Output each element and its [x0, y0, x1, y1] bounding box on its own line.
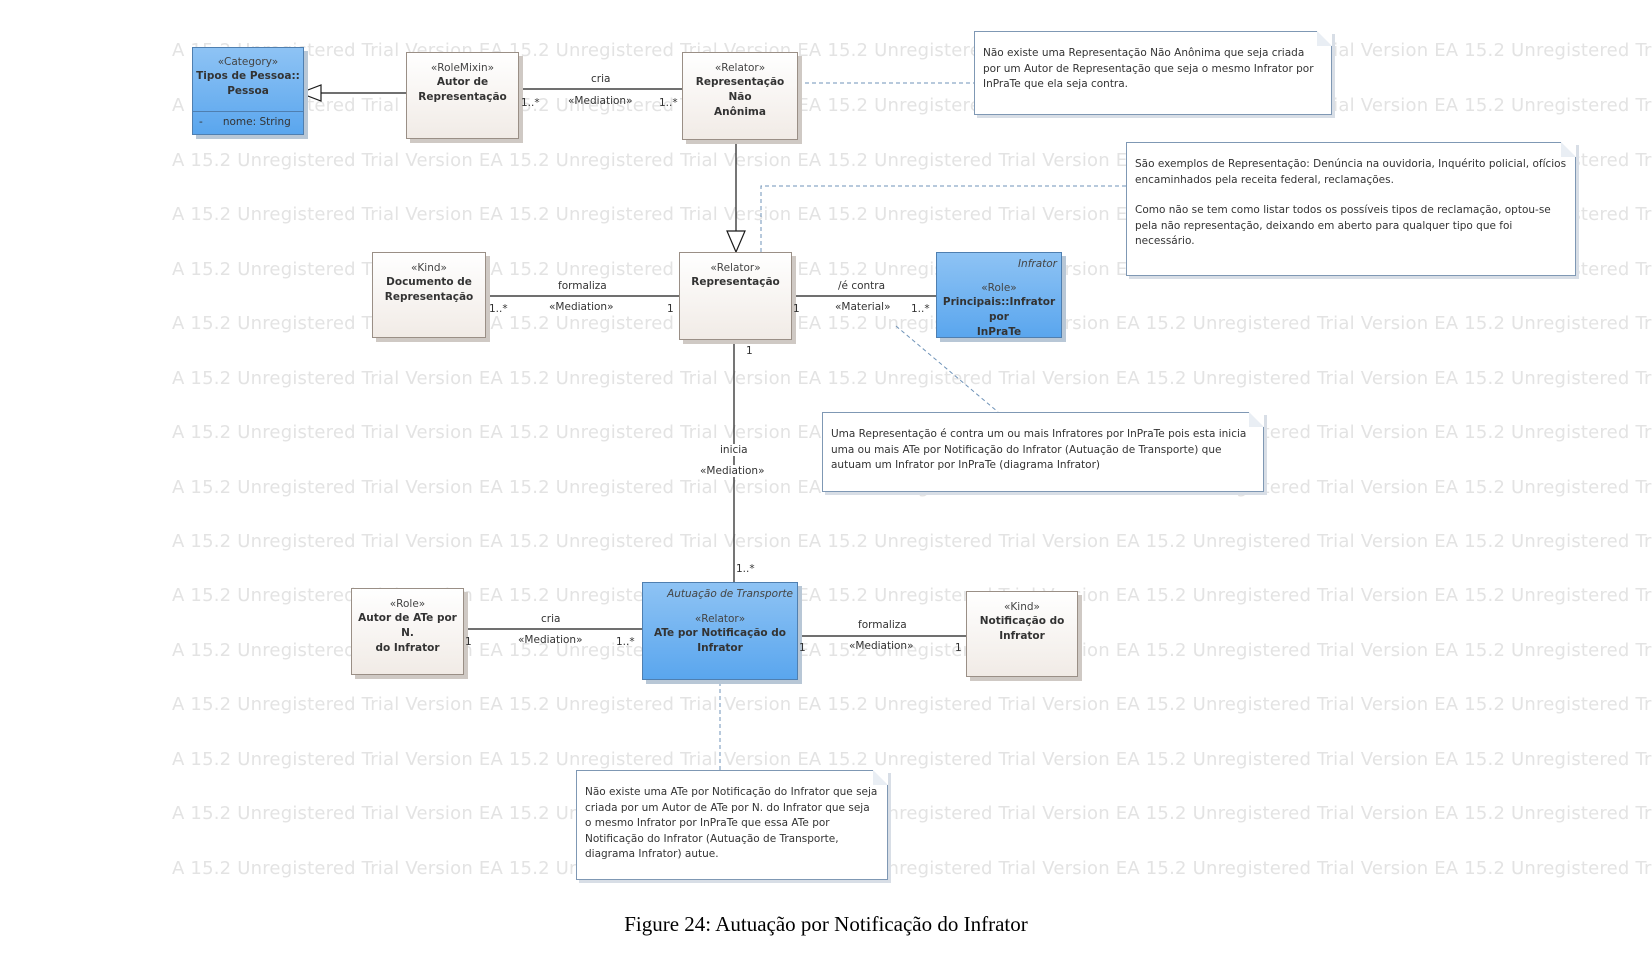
- class-name-text: Tipos de Pessoa:: Pessoa: [196, 70, 300, 97]
- class-stereotype: «Category»: [217, 56, 279, 68]
- watermark-row: A 15.2 Unregistered Trial Version EA 15.…: [172, 368, 1652, 389]
- relation-stereotype: «Material»: [835, 301, 891, 313]
- multiplicity-label: 1..*: [616, 636, 635, 648]
- note-fold-corner: [1561, 142, 1576, 157]
- relation-stereotype: «Mediation»: [700, 465, 765, 477]
- watermark-row: A 15.2 Unregistered Trial Version EA 15.…: [172, 694, 1652, 715]
- class-ate-notificacao[interactable]: Autuação de Transporte «Relator» ATe por…: [642, 582, 798, 680]
- multiplicity-label: 1: [799, 642, 806, 654]
- relation-name: /é contra: [838, 280, 886, 292]
- watermark-row: A 15.2 Unregistered Trial Version EA 15.…: [172, 858, 1652, 879]
- note-representacao-nao-anonima[interactable]: Não existe uma Representação Não Anônima…: [974, 31, 1332, 115]
- class-name: Documento de Representação: [384, 276, 474, 303]
- note-text: Como não se tem como listar todos os pos…: [1135, 204, 1551, 247]
- watermark-row: A 15.2 Unregistered Trial Version EA 15.…: [172, 531, 1652, 552]
- class-stereotype: «Relator»: [694, 613, 746, 625]
- class-stereotype: «Kind»: [411, 262, 447, 274]
- note-text: Uma Representação é contra um ou mais In…: [831, 428, 1247, 471]
- multiplicity-label: 1: [793, 303, 800, 315]
- note-fold-corner: [873, 770, 888, 785]
- relation-stereotype: «Mediation»: [568, 95, 633, 107]
- class-notificacao-infrator[interactable]: «Kind» Notificação do Infrator: [966, 591, 1078, 677]
- class-stereotype: «Relator»: [710, 262, 761, 274]
- multiplicity-label: 1: [746, 345, 753, 357]
- class-name: Representação: [691, 276, 780, 288]
- class-tipos-pessoa[interactable]: «Category» Tipos de Pessoa:: Pessoa - no…: [192, 47, 304, 135]
- relation-name: cria: [591, 73, 611, 85]
- figure-caption: Figure 24: Autuação por Notificação do I…: [624, 912, 1028, 936]
- class-tagged-value: Infrator: [1017, 258, 1057, 270]
- relation-name: formaliza: [558, 280, 607, 292]
- multiplicity-label: 1: [955, 642, 962, 654]
- watermark-row: A 15.2 Unregistered Trial Version EA 15.…: [172, 585, 1652, 606]
- class-representacao-nao-anonima[interactable]: «Relator» Representação Não Anônima: [682, 52, 798, 140]
- relation-stereotype: «Mediation»: [849, 640, 914, 652]
- class-name: Tipos de Pessoa:: Pessoa: [193, 69, 303, 99]
- generalization-arrowhead-pessoa: [298, 84, 322, 102]
- class-tagged-value: Autuação de Transporte: [667, 588, 793, 600]
- class-infrator-inprate[interactable]: Infrator «Role» Principais::Infrator por…: [936, 252, 1062, 338]
- note-ate-notificacao[interactable]: Não existe uma ATe por Notificação do In…: [576, 770, 888, 880]
- class-name: Notificação do Infrator: [979, 615, 1065, 642]
- relation-stereotype: «Mediation»: [549, 301, 614, 313]
- multiplicity-label: 1..*: [911, 303, 930, 315]
- multiplicity-label: 1..*: [659, 97, 678, 109]
- watermark-row: A 15.2 Unregistered Trial Version EA 15.…: [172, 749, 1652, 770]
- class-representacao[interactable]: «Relator» Representação: [679, 252, 792, 340]
- note-fold-corner: [1317, 31, 1332, 46]
- relation-name: inicia: [720, 444, 748, 456]
- note3-anchor: [895, 325, 999, 413]
- multiplicity-label: 1: [465, 636, 472, 648]
- note-exemplos-representacao[interactable]: São exemplos de Representação: Denúncia …: [1126, 142, 1576, 276]
- multiplicity-label: 1: [667, 303, 674, 315]
- multiplicity-label: 1..*: [489, 303, 508, 315]
- class-autor-representacao[interactable]: «RoleMixin» Autor de Representação: [406, 52, 519, 139]
- class-stereotype: «Kind»: [1004, 601, 1040, 613]
- class-name: ATe por Notificação do Infrator: [653, 627, 787, 654]
- class-stereotype: «Relator»: [714, 62, 766, 74]
- generalization-arrowhead-representacao: [726, 230, 746, 254]
- watermark-row: A 15.2 Unregistered Trial Version EA 15.…: [172, 803, 1652, 824]
- note-text: São exemplos de Representação: Denúncia …: [1135, 158, 1567, 186]
- relation-stereotype: «Mediation»: [518, 634, 583, 646]
- multiplicity-label: 1..*: [736, 563, 755, 575]
- class-stereotype: «RoleMixin»: [430, 62, 495, 74]
- class-attribute: - nome: String: [193, 111, 303, 134]
- watermark-row: A 15.2 Unregistered Trial Version EA 15.…: [172, 313, 1652, 334]
- note2-anchor: [760, 185, 1126, 252]
- note-fold-corner: [1249, 412, 1264, 427]
- note-text: Não existe uma ATe por Notificação do In…: [585, 786, 878, 860]
- relation-name: formaliza: [858, 619, 907, 631]
- watermark-row: A 15.2 Unregistered Trial Version EA 15.…: [172, 640, 1652, 661]
- multiplicity-label: 1..*: [521, 97, 540, 109]
- note-representacao-contra[interactable]: Uma Representação é contra um ou mais In…: [822, 412, 1264, 492]
- class-autor-ate[interactable]: «Role» Autor de ATe por N. do Infrator: [351, 588, 464, 675]
- relation-name: cria: [541, 613, 561, 625]
- class-name: Principais::Infrator por InPraTe: [942, 296, 1056, 338]
- class-stereotype: «Role»: [981, 282, 1017, 294]
- class-stereotype: «Role»: [389, 598, 426, 610]
- class-name: Autor de Representação: [418, 76, 507, 103]
- note-text: Não existe uma Representação Não Anônima…: [983, 47, 1314, 90]
- class-documento-representacao[interactable]: «Kind» Documento de Representação: [372, 252, 486, 338]
- class-name: Representação Não Anônima: [695, 76, 785, 118]
- class-name: Autor de ATe por N. do Infrator: [358, 612, 457, 654]
